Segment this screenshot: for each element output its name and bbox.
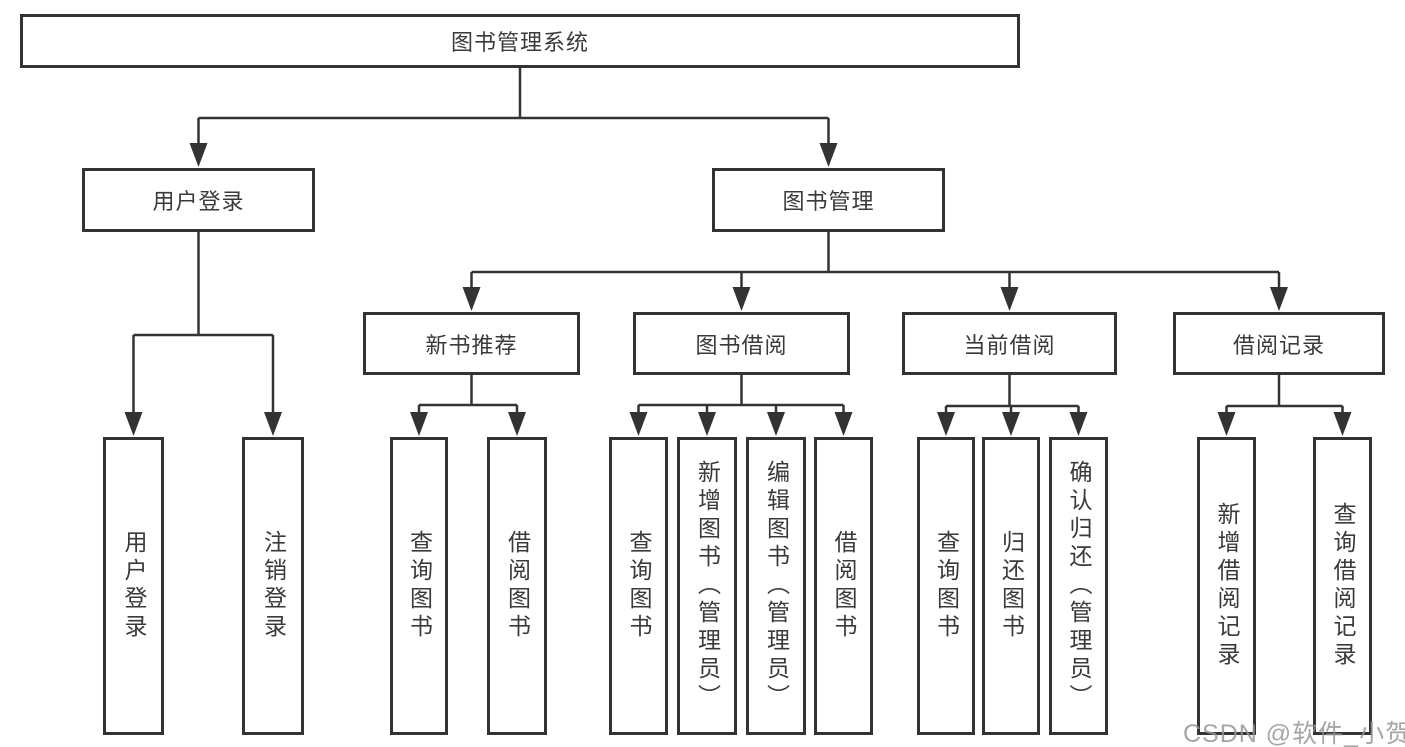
node-user-login: 用户登录 (82, 168, 315, 232)
node-label: 编辑图书（管理员） (763, 460, 790, 712)
leaf-borrow-books-borrowing: 借阅图书 (814, 437, 873, 735)
leaf-logout: 注销登录 (242, 437, 304, 735)
node-label: 查询图书 (626, 530, 652, 642)
node-new-book-recommendation: 新书推荐 (363, 312, 580, 375)
node-label: 新书推荐 (425, 332, 518, 358)
node-label: 图书借阅 (695, 332, 788, 358)
node-book-management: 图书管理 (712, 168, 945, 232)
node-library-management-system: 图书管理系统 (20, 14, 1020, 68)
node-borrowing-records: 借阅记录 (1173, 312, 1385, 375)
node-label: 当前借阅 (963, 332, 1056, 358)
node-label: 借阅记录 (1232, 332, 1325, 358)
node-current-borrowing: 当前借阅 (902, 312, 1117, 375)
node-label: 查询图书 (933, 530, 960, 642)
node-label: 用户登录 (152, 189, 245, 214)
csdn-watermark: CSDN @软件_小贺同学 (1183, 720, 1405, 747)
leaf-add-borrow-record: 新增借阅记录 (1197, 437, 1256, 735)
node-label: 图书管理系统 (450, 30, 589, 55)
node-label: 查询图书 (406, 530, 433, 642)
leaf-user-login: 用户登录 (103, 437, 164, 735)
node-label: 图书管理 (782, 189, 875, 214)
node-label: 新增图书（管理员） (694, 460, 721, 712)
node-label: 归还图书 (998, 530, 1025, 642)
leaf-add-book-admin: 新增图书（管理员） (677, 437, 737, 735)
node-label: 确认归还（管理员） (1066, 460, 1092, 712)
leaf-return-books: 归还图书 (982, 437, 1040, 735)
leaf-query-books-borrowing: 查询图书 (609, 437, 668, 735)
leaf-query-books-current: 查询图书 (917, 437, 975, 735)
leaf-confirm-return-admin: 确认归还（管理员） (1049, 437, 1108, 735)
node-label: 新增借阅记录 (1214, 502, 1240, 670)
node-label: 借阅图书 (831, 530, 857, 642)
leaf-borrow-books-recommend: 借阅图书 (487, 437, 547, 735)
node-label: 注销登录 (260, 530, 287, 642)
leaf-query-borrow-record: 查询借阅记录 (1313, 437, 1372, 735)
node-label: 用户登录 (121, 530, 147, 642)
node-label: 借阅图书 (504, 530, 531, 642)
leaf-query-books-recommend: 查询图书 (390, 437, 448, 735)
arrowheads (124, 143, 1352, 436)
leaf-edit-book-admin: 编辑图书（管理员） (746, 437, 806, 735)
node-book-borrowing: 图书借阅 (633, 312, 850, 375)
node-label: 查询借阅记录 (1330, 502, 1356, 670)
